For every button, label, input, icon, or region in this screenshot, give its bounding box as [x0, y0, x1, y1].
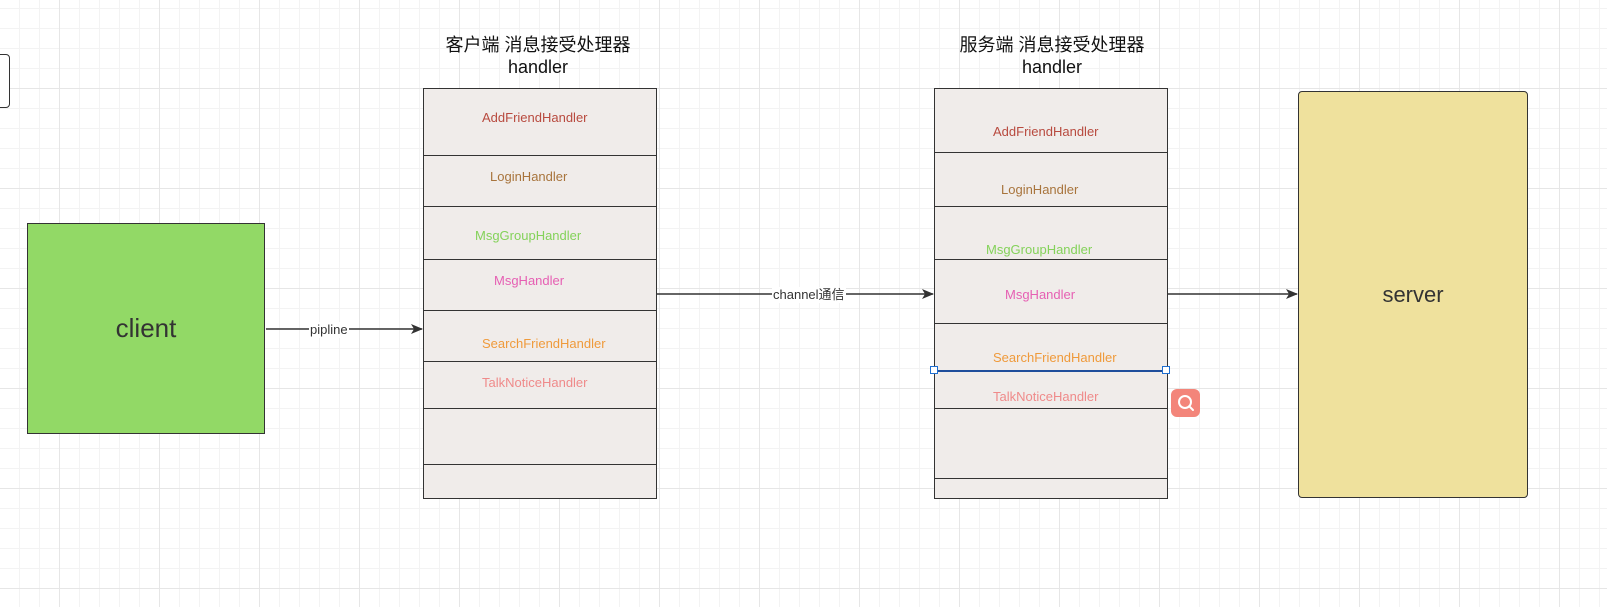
row-divider	[424, 464, 656, 465]
client-stack-title: 客户端 消息接受处理器 handler	[437, 34, 639, 78]
server-handler-talk-notice[interactable]: TalkNoticeHandler	[993, 389, 1099, 404]
server-stack-title-line1: 服务端 消息接受处理器	[959, 35, 1145, 55]
client-handler-msg-group[interactable]: MsgGroupHandler	[475, 228, 582, 243]
row-divider	[935, 408, 1167, 409]
client-node[interactable]: client	[27, 223, 265, 434]
server-handler-add-friend[interactable]: AddFriendHandler	[993, 124, 1099, 139]
server-handler-stack[interactable]: AddFriendHandler LoginHandler MsgGroupHa…	[930, 88, 1170, 499]
client-handler-msg[interactable]: MsgHandler	[494, 273, 565, 288]
edge-label-pipline: pipline	[309, 322, 349, 338]
client-stack-title-line2: handler	[507, 57, 569, 77]
server-node[interactable]: server	[1298, 91, 1528, 498]
server-handler-msg-group[interactable]: MsgGroupHandler	[986, 242, 1093, 257]
row-divider	[935, 206, 1167, 207]
floating-search-button[interactable]	[1171, 389, 1200, 417]
selection-handle-left[interactable]	[930, 366, 938, 374]
server-handler-msg[interactable]: MsgHandler	[1005, 287, 1076, 302]
server-handler-login[interactable]: LoginHandler	[1001, 182, 1079, 197]
row-divider	[424, 310, 656, 311]
row-divider	[935, 152, 1167, 153]
server-stack-title-line2: handler	[1021, 57, 1083, 77]
client-handler-search-friend[interactable]: SearchFriendHandler	[482, 336, 606, 351]
client-handler-add-friend[interactable]: AddFriendHandler	[482, 110, 588, 125]
server-stack-title: 服务端 消息接受处理器 handler	[951, 34, 1153, 78]
row-divider-selected[interactable]	[935, 370, 1167, 372]
client-handler-login[interactable]: LoginHandler	[490, 169, 568, 184]
edge-label-channel: channel通信	[772, 287, 846, 303]
row-divider	[424, 408, 656, 409]
partial-shape[interactable]	[0, 54, 10, 108]
row-divider	[935, 478, 1167, 479]
client-handler-talk-notice[interactable]: TalkNoticeHandler	[482, 375, 588, 390]
server-handler-search-friend[interactable]: SearchFriendHandler	[993, 350, 1117, 365]
search-icon	[1177, 395, 1194, 411]
row-divider	[424, 155, 656, 156]
server-node-label: server	[1382, 281, 1444, 307]
client-handler-stack[interactable]: AddFriendHandler LoginHandler MsgGroupHa…	[423, 88, 657, 499]
row-divider	[424, 259, 656, 260]
client-stack-title-line1: 客户端 消息接受处理器	[445, 35, 631, 55]
row-divider	[424, 206, 656, 207]
selection-handle-right[interactable]	[1162, 366, 1170, 374]
row-divider	[935, 259, 1167, 260]
row-divider	[935, 323, 1167, 324]
row-divider	[424, 361, 656, 362]
client-node-label: client	[115, 313, 177, 343]
